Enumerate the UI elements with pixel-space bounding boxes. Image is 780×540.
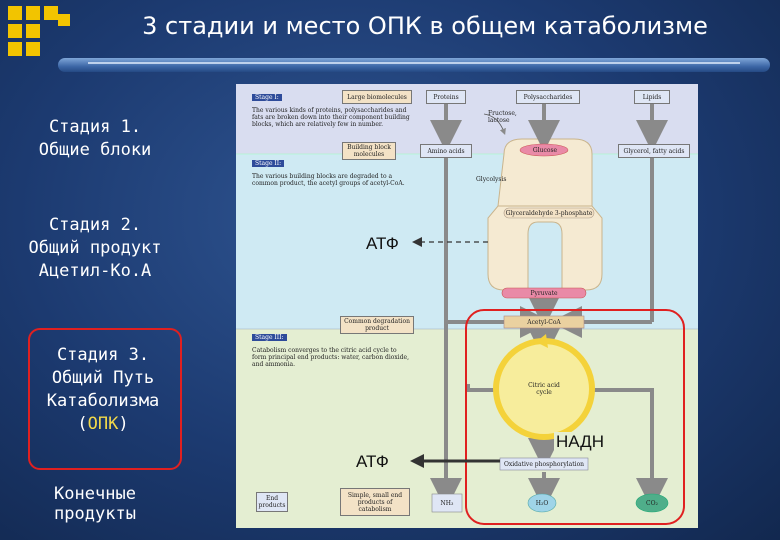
- end-products-desc-box: Simple, small end products of catabolism: [340, 488, 410, 516]
- acetyl-coa-node: [503, 315, 585, 329]
- nadh-label: НАДН: [554, 432, 606, 452]
- polysaccharides-box: Polysaccharides: [516, 90, 580, 104]
- stage3-desc: Stage III: Catabolism converges to the c…: [252, 334, 412, 368]
- stage1-line1: Стадия 1.: [48, 117, 142, 137]
- glucose-text: Glucose: [532, 147, 558, 154]
- g3p-text: Glyceraldehyde 3-phosphate: [505, 210, 593, 217]
- g3p-node: [503, 207, 595, 219]
- ox-phos-node: [499, 457, 589, 471]
- lipids-box: Lipids: [634, 90, 670, 104]
- glycolysis-split: [487, 205, 603, 291]
- acetyl-coa-text: Acetyl-CoA: [527, 319, 561, 326]
- glucose-node: [519, 143, 569, 157]
- slide-title: 3 стадии и место ОПК в общем катаболизме: [142, 12, 708, 40]
- title-underline-bar: [58, 58, 770, 72]
- stage2-label: Стадия 2. Общий продукт Ацетил-Ко.А: [0, 214, 190, 283]
- ox-phos-text: Oxidative phosphorylation: [503, 461, 585, 468]
- stage3-highlight-box: [28, 328, 182, 470]
- amino-acids-box: Amino acids: [420, 144, 472, 158]
- stage2-line3: Ацетил-Ко.А: [38, 261, 152, 281]
- end-products-label: Конечные продукты: [0, 484, 190, 524]
- end-line1: Конечные: [54, 484, 136, 504]
- citric-cycle-text: Citric acid cycle: [528, 382, 560, 396]
- stage3-line1: Стадия 3.: [56, 345, 150, 365]
- h2o-node: [527, 493, 557, 513]
- stage3-line4: (ОПК): [77, 414, 129, 434]
- stage3-line2: Общий Путь: [51, 368, 155, 388]
- pyruvate-text: Pyruvate: [530, 290, 558, 297]
- stage1-text: The various kinds of proteins, polysacch…: [252, 107, 410, 128]
- atf-bottom-label: АТФ: [356, 452, 389, 471]
- co2-node: [635, 493, 669, 513]
- opk-highlight: [465, 309, 685, 525]
- end-products-box: End products: [256, 492, 288, 512]
- stage1-desc: Stage I: The various kinds of proteins, …: [252, 94, 412, 128]
- stage1-line2: Общие блоки: [38, 140, 152, 160]
- large-biomolecules-box: Large biomolecules: [342, 90, 412, 104]
- stage1-label: Стадия 1. Общие блоки: [0, 116, 190, 162]
- co2-text: CO₂: [646, 500, 658, 507]
- stage2-desc: Stage II: The various building blocks ar…: [252, 160, 412, 187]
- stage2-tag: Stage II:: [252, 160, 285, 167]
- opk-abbr: ОПК: [87, 414, 119, 434]
- glycerol-box: Glycerol, fatty acids: [618, 144, 690, 158]
- stage2-text: The various building blocks are degraded…: [252, 173, 405, 187]
- common-product-box: Common degradation product: [340, 316, 414, 334]
- fructose-text: Fructose, lactose: [488, 110, 517, 124]
- stage3-text: Catabolism converges to the citric acid …: [252, 347, 409, 368]
- nh3-node: [431, 493, 463, 513]
- stage3-line3: Катаболизма: [46, 391, 160, 411]
- glycolysis-funnel: [497, 138, 593, 207]
- building-block-box: Building block molecules: [342, 142, 396, 160]
- glycolysis-text: Glycolysis: [476, 176, 507, 183]
- proteins-box: Proteins: [426, 90, 466, 104]
- stage2-line1: Стадия 2.: [48, 215, 142, 235]
- atf-top-label: АТФ: [366, 234, 399, 253]
- catabolism-figure: Stage I: The various kinds of proteins, …: [236, 84, 698, 528]
- pyruvate-node: [501, 287, 587, 299]
- end-line2: продукты: [54, 504, 136, 524]
- logo-squares: [8, 6, 72, 64]
- h2o-text: H₂O: [535, 500, 549, 507]
- stage2-line2: Общий продукт: [28, 238, 162, 258]
- stage3-label: Стадия 3. Общий Путь Катаболизма (ОПК): [8, 344, 198, 436]
- nh3-text: NH₃: [440, 500, 454, 507]
- stage1-tag: Stage I:: [252, 94, 282, 101]
- figure-graphics: [236, 84, 698, 528]
- stage3-tag: Stage III:: [252, 334, 287, 341]
- stage1-band: [236, 84, 698, 154]
